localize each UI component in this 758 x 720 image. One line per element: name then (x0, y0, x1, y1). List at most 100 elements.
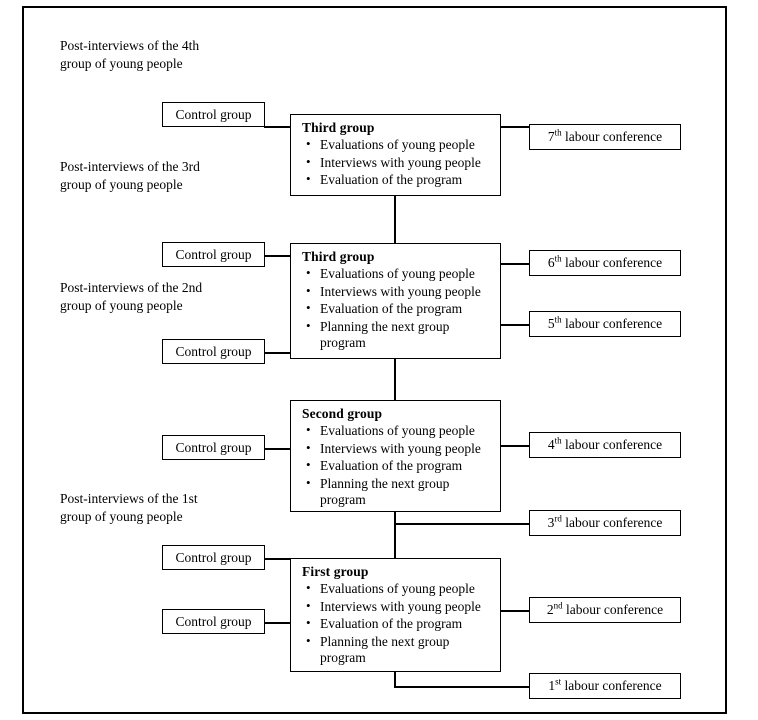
group-title: First group (302, 564, 369, 579)
group-item-text: Evaluation of the program (320, 458, 463, 474)
control-group-box-1[interactable]: Control group (162, 102, 265, 127)
group-item: Evaluations of young people (300, 136, 493, 153)
connector-control4-to-group (264, 448, 291, 450)
group-item-list: Evaluations of young people Interviews w… (300, 422, 493, 508)
note-post-interviews-4th: Post-interviews of the 4th group of youn… (60, 38, 200, 71)
conference-box-7[interactable]: 7th labour conference (529, 124, 681, 150)
conference-label: 3rd labour conference (547, 513, 663, 531)
connector-control3-to-group (264, 352, 291, 354)
group-item: Evaluation of the program (300, 171, 493, 188)
conference-ordinal: st (555, 676, 562, 687)
conference-ordinal: th (554, 314, 562, 325)
group-item: Planning the next group program (300, 475, 493, 508)
group-item-text: Planning the next group program (320, 318, 450, 351)
note-post-interviews-3rd: Post-interviews of the 3rd group of youn… (60, 159, 200, 192)
group-item-list: Evaluations of young people Interviews w… (300, 580, 493, 666)
conference-label: 2nd labour conference (546, 600, 664, 618)
conference-label: 7th labour conference (548, 128, 663, 145)
group-item: Planning the next group program (300, 318, 493, 351)
group-item-text: Interviews with young people (320, 154, 481, 170)
conference-number: 6 (547, 255, 555, 271)
group-title: Third group (302, 249, 375, 264)
conference-ordinal: th (554, 435, 562, 446)
group-box-third-lower[interactable]: Third group Evaluations of young people … (290, 243, 501, 359)
connector-control4b-to-group (264, 558, 291, 560)
group-item-text: Evaluations of young people (320, 580, 475, 596)
group-item-text: Evaluation of the program (320, 616, 463, 632)
conference-number: 4 (547, 437, 555, 453)
control-group-box-2[interactable]: Control group (162, 242, 265, 267)
connector-group-to-conference-7 (500, 126, 529, 128)
conference-number: 5 (547, 316, 555, 332)
control-group-label: Control group (175, 439, 252, 455)
group-box-third-upper[interactable]: Third group Evaluations of young people … (290, 114, 501, 196)
control-group-box-4[interactable]: Control group (162, 435, 265, 460)
connector-group-to-conference-4 (500, 445, 529, 447)
conference-box-4[interactable]: 4th labour conference (529, 432, 681, 458)
conference-text: labour conference (565, 316, 663, 332)
control-group-label: Control group (175, 549, 252, 565)
connector-group-to-conference-6 (500, 263, 529, 265)
group-item: Evaluations of young people (300, 580, 493, 597)
connector-third-to-second (394, 359, 396, 400)
conference-text: labour conference (565, 129, 663, 145)
conference-box-1[interactable]: 1st labour conference (529, 673, 681, 699)
control-group-label: Control group (175, 613, 252, 629)
connector-group-to-conference-2 (500, 610, 529, 612)
note-post-interviews-2nd: Post-interviews of the 2nd group of youn… (60, 280, 203, 313)
conference-number: 2 (546, 602, 554, 618)
group-item-list: Evaluations of young people Interviews w… (300, 136, 493, 189)
connector-third-to-third (394, 196, 396, 243)
group-item: Evaluation of the program (300, 300, 493, 317)
diagram-outer-frame (22, 6, 727, 714)
group-title: Third group (302, 120, 375, 135)
conference-box-6[interactable]: 6th labour conference (529, 250, 681, 276)
group-item: Evaluation of the program (300, 615, 493, 632)
conference-box-2[interactable]: 2nd labour conference (529, 597, 681, 623)
conference-label: 1st labour conference (548, 676, 662, 694)
control-group-box-3[interactable]: Control group (162, 339, 265, 364)
conference-ordinal: th (554, 253, 562, 264)
group-item: Evaluation of the program (300, 457, 493, 474)
group-item: Interviews with young people (300, 598, 493, 615)
control-group-box-5[interactable]: Control group (162, 545, 265, 570)
group-item: Interviews with young people (300, 440, 493, 457)
group-item: Evaluations of young people (300, 422, 493, 439)
conference-ordinal: rd (554, 513, 562, 524)
group-item-text: Evaluation of the program (320, 301, 463, 317)
group-item-text: Planning the next group program (320, 475, 450, 508)
connector-second-to-first (394, 512, 396, 558)
connector-drop-to-conference-1 (394, 686, 529, 688)
conference-text: labour conference (566, 602, 664, 618)
note-post-interviews-1st: Post-interviews of the 1st group of youn… (60, 491, 198, 524)
conference-number: 1 (548, 678, 556, 694)
group-item: Interviews with young people (300, 154, 493, 171)
control-group-box-6[interactable]: Control group (162, 609, 265, 634)
control-group-label: Control group (175, 343, 252, 359)
group-item-text: Interviews with young people (320, 283, 481, 299)
conference-box-5[interactable]: 5th labour conference (529, 311, 681, 337)
conference-number: 3 (547, 515, 555, 531)
group-item-text: Evaluation of the program (320, 172, 463, 188)
group-item-text: Evaluations of young people (320, 265, 475, 281)
group-item-text: Planning the next group program (320, 633, 450, 666)
conference-label: 4th labour conference (547, 435, 662, 453)
group-item: Interviews with young people (300, 283, 493, 300)
group-title: Second group (302, 406, 383, 421)
group-item: Evaluations of young people (300, 265, 493, 282)
group-box-second[interactable]: Second group Evaluations of young people… (290, 400, 501, 512)
conference-label: 6th labour conference (547, 253, 662, 271)
conference-text: labour conference (564, 678, 662, 694)
group-item: Planning the next group program (300, 633, 493, 666)
group-box-first[interactable]: First group Evaluations of young people … (290, 558, 501, 672)
control-group-label: Control group (175, 246, 252, 262)
group-item-list: Evaluations of young people Interviews w… (300, 265, 493, 351)
conference-label: 5th labour conference (547, 314, 663, 332)
conference-box-3[interactable]: 3rd labour conference (529, 510, 681, 536)
group-item-text: Evaluations of young people (320, 136, 475, 152)
conference-ordinal: nd (553, 600, 563, 611)
group-item-text: Evaluations of young people (320, 422, 475, 438)
group-item-text: Interviews with young people (320, 598, 481, 614)
connector-control1-to-group (264, 126, 291, 128)
